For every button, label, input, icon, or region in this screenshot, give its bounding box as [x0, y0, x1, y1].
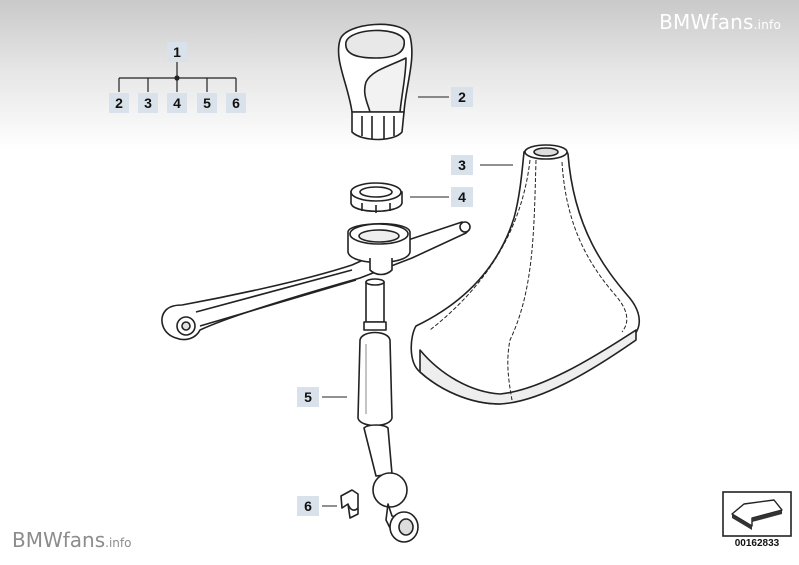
tree-child-label: 4 [167, 93, 187, 113]
tree-child-label: 6 [226, 93, 246, 113]
lock-ring [350, 182, 403, 213]
callout-knob: 2 [451, 87, 473, 107]
tree-root-label: 1 [167, 42, 187, 62]
hierarchy-lines [118, 62, 237, 92]
gear-knob [337, 23, 413, 141]
watermark-bottom: BMWfans.info [12, 528, 132, 552]
tree-child-label: 5 [197, 93, 217, 113]
selector-arm [161, 221, 471, 341]
callout-boot: 3 [451, 155, 473, 175]
callout-ring: 4 [451, 187, 473, 207]
tree-child-label: 3 [138, 93, 158, 113]
tree-child-label: 2 [109, 93, 129, 113]
watermark-top: BMWfans.info [659, 10, 781, 34]
retaining-clip [340, 489, 359, 519]
diagram-number: 00162833 [734, 538, 780, 549]
gear-boot [410, 144, 641, 405]
gear-lever [357, 278, 419, 543]
callout-clip: 6 [297, 496, 319, 516]
leader-lines [322, 96, 513, 507]
direction-arrow-icon [722, 491, 792, 537]
callout-lever: 5 [297, 387, 319, 407]
